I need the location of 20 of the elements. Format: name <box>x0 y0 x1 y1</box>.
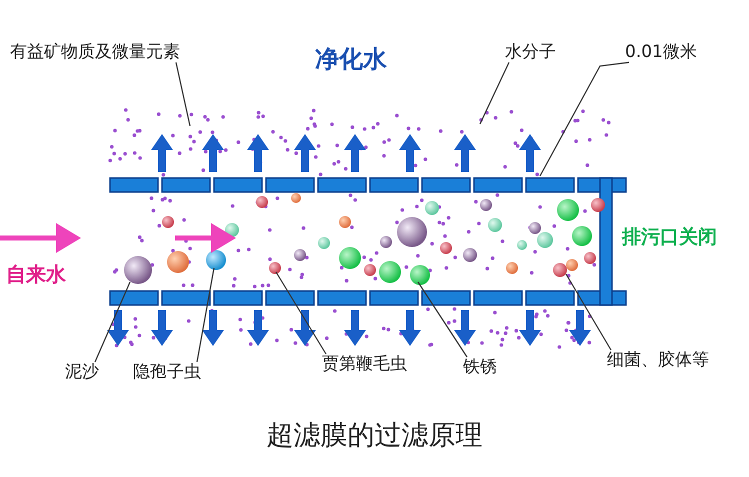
callout-label: 水分子 <box>505 42 556 62</box>
callout-label: 有益矿物质及微量元素 <box>10 42 180 62</box>
tap-water-label: 自来水 <box>6 262 66 286</box>
caption: 超滤膜的过滤原理 <box>266 420 484 452</box>
leader-line <box>275 272 327 354</box>
callout-label: 0.01微米 <box>625 42 697 62</box>
callout-label: 铁锈 <box>463 357 497 378</box>
callout-label: 泥沙 <box>65 362 99 382</box>
leader-line <box>479 62 510 124</box>
leader-line <box>539 62 630 176</box>
leader-line <box>418 282 468 358</box>
leader-line <box>196 268 215 362</box>
callout-label: 贾第鞭毛虫 <box>322 354 407 374</box>
callout-label: 隐孢子虫 <box>133 362 201 382</box>
leader-line <box>175 62 191 126</box>
purified-water-label: 净化水 <box>315 45 387 74</box>
callout-label: 细菌、胶体等 <box>607 350 709 370</box>
drain-closed-label: 排污口关闭 <box>622 226 717 249</box>
leader-line <box>565 274 612 350</box>
leader-line <box>94 282 131 362</box>
